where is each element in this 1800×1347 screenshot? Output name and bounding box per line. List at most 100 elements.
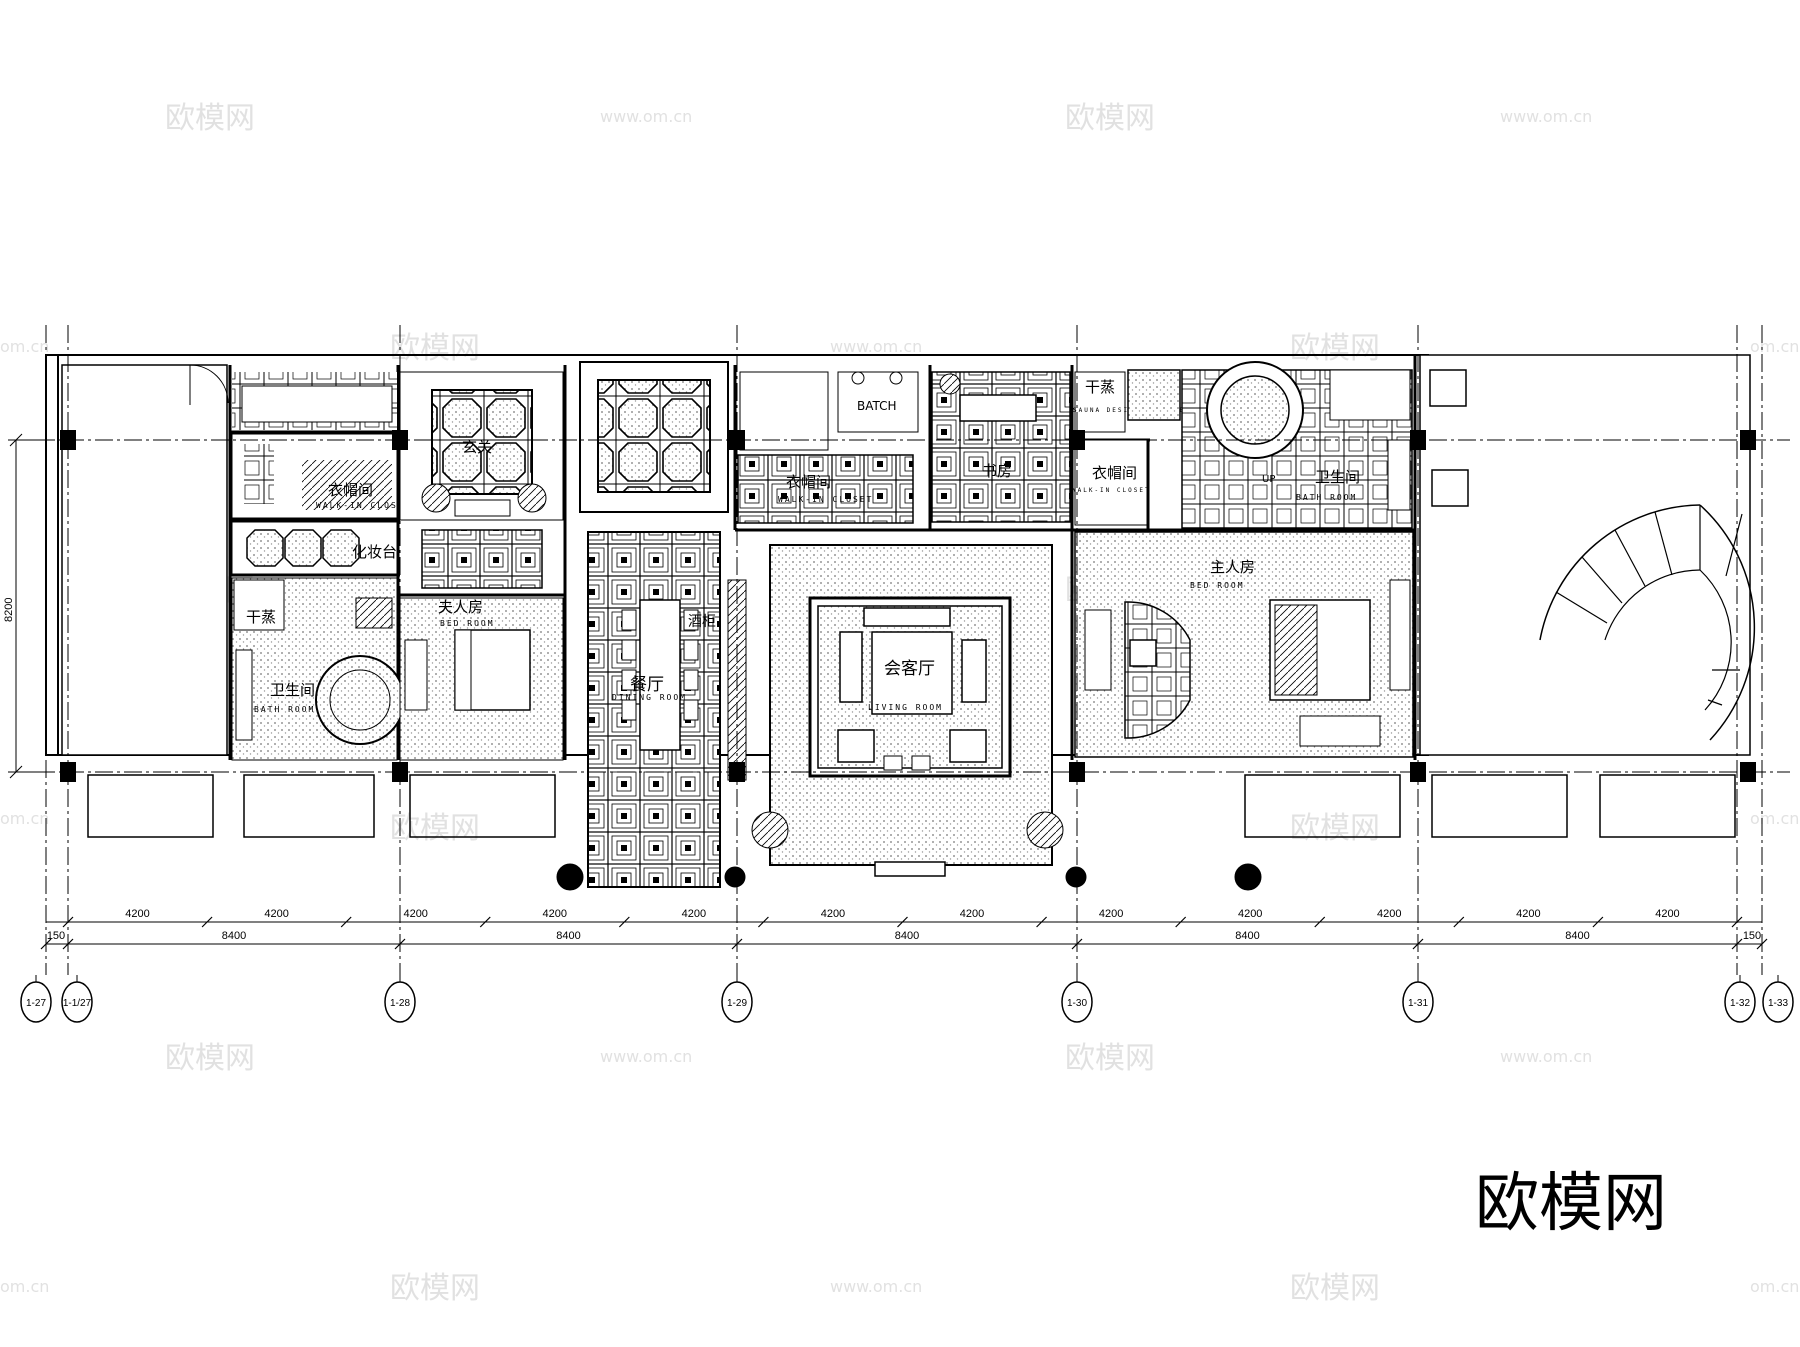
batch-label: BATCH (857, 399, 897, 413)
watermark-brand: 欧模网 (1065, 101, 1155, 136)
dining-ceiling-grid (597, 379, 711, 493)
dimension-tick (62, 916, 74, 928)
up-mark: UP (1262, 474, 1275, 485)
master-wardrobe (1389, 579, 1411, 691)
watermark-site: www.om.cn (830, 337, 922, 356)
dimension-tick (731, 938, 743, 950)
terrace-chair-1 (1429, 369, 1467, 407)
living-label: 会客厅 (884, 659, 935, 679)
dimension-tick (1071, 938, 1083, 950)
sofa-top (863, 607, 951, 627)
bedroom-left-ceiling (421, 529, 543, 589)
dimension-tick (897, 916, 908, 928)
master-bath-label-en: BATH ROOM (1296, 493, 1357, 502)
watermark-brand: 欧模网 (165, 1041, 255, 1076)
top-dimension-value: 4200 (1238, 908, 1262, 920)
top-dimension-value: 4200 (543, 908, 567, 920)
watermark-site: www.om.cn (830, 1277, 922, 1296)
closet-left-label: 衣帽间 (328, 481, 373, 499)
sauna-left-cabin (233, 579, 285, 631)
grid-bubble (1762, 981, 1794, 1023)
closet-mid-floor (737, 454, 914, 524)
grid-axis-lines (8, 325, 1790, 975)
dimension-tick (1175, 916, 1187, 928)
grid-bubble (20, 981, 52, 1023)
watermark-site-partial: om.cn (1750, 1277, 1799, 1296)
foyer-console (454, 499, 511, 517)
top-dimension-value: 4200 (682, 908, 706, 920)
bottom-dimension-value: 150 (1743, 930, 1761, 942)
dimension-tick (40, 938, 52, 950)
grid-bubble-label: 1-29 (727, 998, 747, 1009)
foyer-ceiling-grid (431, 389, 533, 495)
dining-chairs (621, 609, 699, 721)
bathtub-left (241, 385, 393, 423)
dining-table (639, 599, 681, 751)
dimension-tick (1731, 916, 1743, 928)
grid-bubble-label: 1-32 (1730, 998, 1750, 1009)
grid-bubble-label: 1-27 (26, 998, 46, 1009)
sofa-left (839, 631, 863, 703)
top-dimension-value: 4200 (403, 908, 427, 920)
bottom-dimension-value: 8400 (222, 930, 246, 942)
watermark-site: www.om.cn (600, 107, 692, 126)
vanity-label: 化妆台 (352, 543, 397, 561)
grid-bubble-label: 1-28 (390, 998, 410, 1009)
sauna-right-label: 干蒸 (1085, 378, 1115, 396)
armchair-1 (837, 729, 875, 763)
bottom-dimension-value: 8400 (556, 930, 580, 942)
master-sitting-rug (1124, 601, 1191, 739)
closet-left-rack (302, 460, 392, 510)
grid-bubble (61, 981, 93, 1023)
grid-bubble (1724, 981, 1756, 1023)
closet-left-shelf (244, 444, 274, 504)
dimension-tick (618, 916, 630, 928)
master-side-table (1129, 639, 1157, 667)
sauna-right-cabin (1074, 371, 1126, 433)
top-dimension-value: 4200 (960, 908, 984, 920)
dimension-tick (1592, 916, 1604, 928)
dining-label: 餐厅 (630, 675, 664, 695)
bedroom-left-label: 夫人房 (438, 598, 483, 616)
bottom-dimension-value: 8400 (1565, 930, 1589, 942)
watermark-brand: 欧模网 (390, 811, 480, 846)
wine-label: 酒柜 (688, 614, 716, 630)
closet-mid-label-en: WALK-IN CLOSET (778, 495, 873, 504)
batch-room (739, 371, 829, 451)
left-open-hall (61, 364, 228, 756)
bottom-dimension-value: 8400 (1235, 930, 1259, 942)
door-swing-left-hall (189, 364, 229, 404)
study-label: 书房 (982, 462, 1012, 480)
watermark-brand: 欧模网 (1065, 1041, 1155, 1076)
top-dimension-value: 4200 (1099, 908, 1123, 920)
bath-left-cabinet (355, 597, 393, 629)
study-desk (959, 394, 1037, 422)
dimension-tick (340, 916, 352, 928)
watermark-brand: 欧模网 (1290, 1271, 1380, 1306)
dimension-tick (757, 916, 769, 928)
dimension-tick (1453, 916, 1465, 928)
top-dimension-value: 4200 (264, 908, 288, 920)
watermark-site-partial: om.cn (0, 337, 49, 356)
watermark-brand: 欧模网 (390, 1271, 480, 1306)
study-plant (939, 373, 961, 395)
closet-right-room (1074, 439, 1148, 526)
vanity-basin-left (235, 649, 253, 741)
sofa-right (961, 639, 987, 703)
watermark-brand: 欧模网 (1290, 331, 1380, 366)
closet-left-label-en: WALK-IN CLOSET (316, 501, 411, 510)
top-dimension-value: 4200 (125, 908, 149, 920)
dimension-tick (62, 938, 74, 950)
master-bedroom-label-en: BED ROOM (1190, 581, 1245, 590)
top-dimension-value: 4200 (821, 908, 845, 920)
balconies (87, 774, 1736, 838)
dimension-tick (1756, 938, 1768, 950)
watermark-brand: 欧模网 (390, 331, 480, 366)
watermark-site-partial: om.cn (0, 1277, 49, 1296)
bottom-dimension-value: 8400 (895, 930, 919, 942)
closet-mid-label: 衣帽间 (786, 473, 831, 491)
watermark-brand: 欧模网 (1290, 811, 1380, 846)
